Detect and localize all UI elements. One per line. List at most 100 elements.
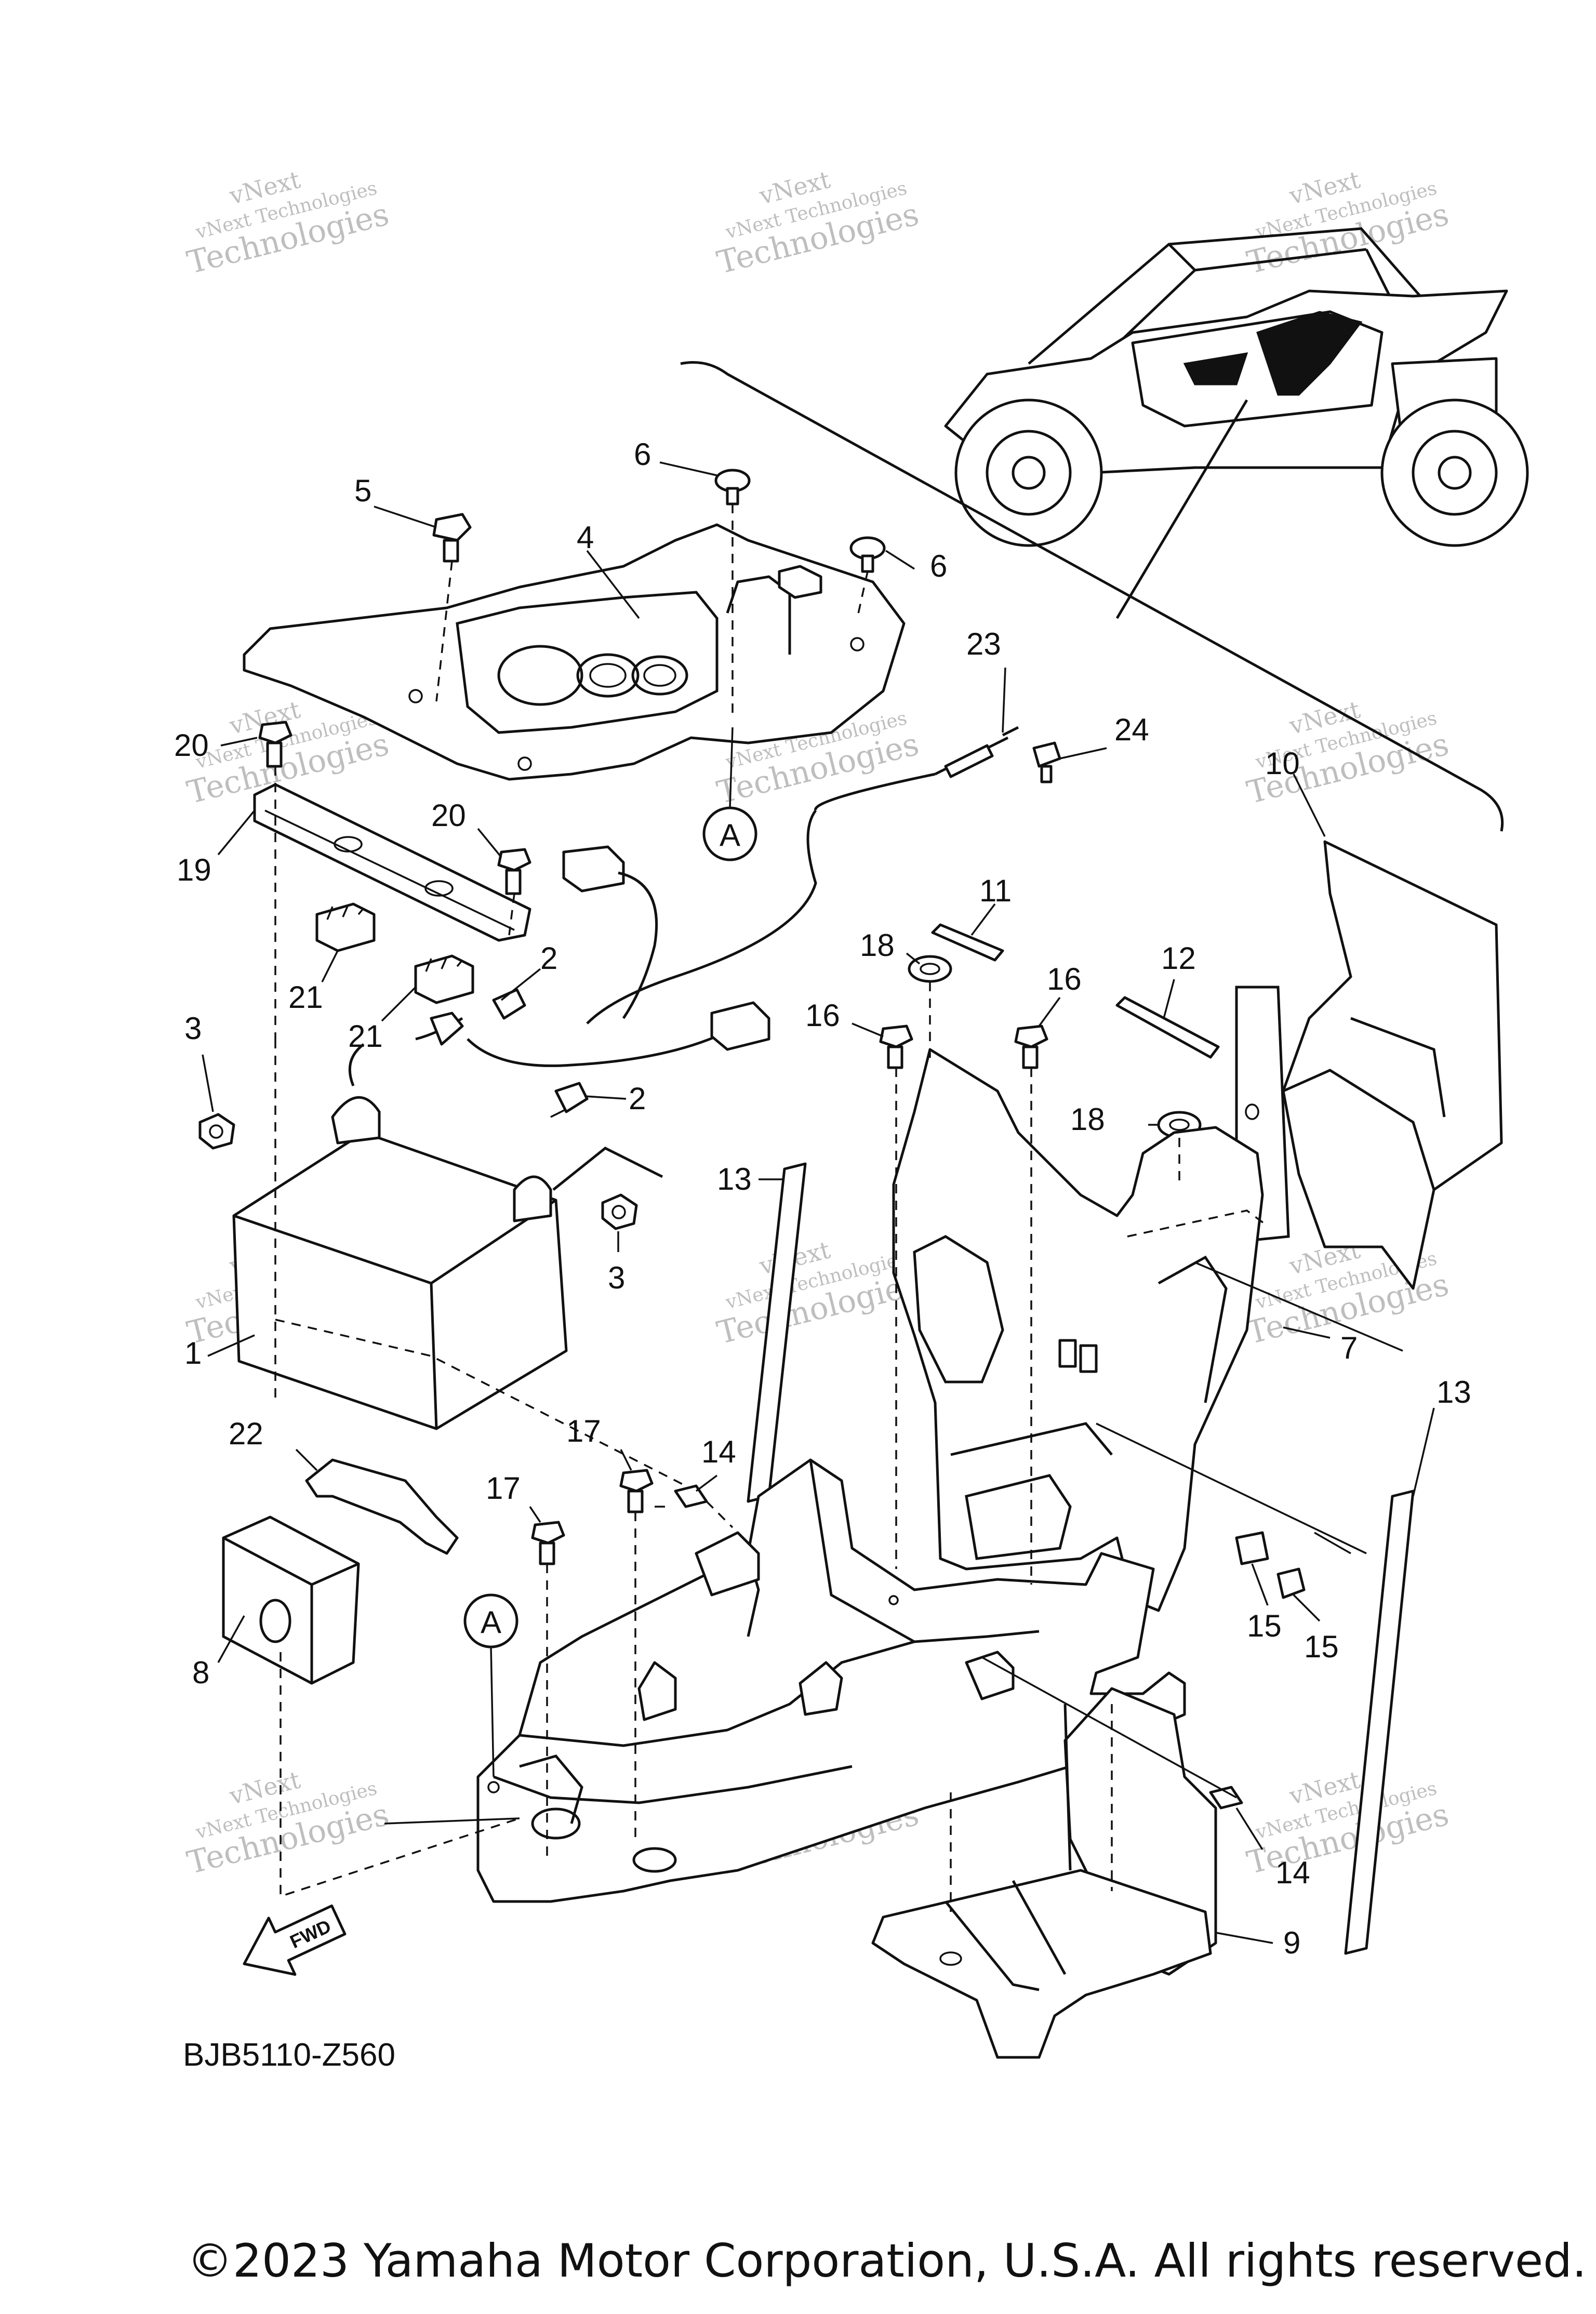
callout-22: 22	[229, 1416, 318, 1471]
part-6-clip	[849, 536, 886, 573]
watermark: vNext vNext Technologies Technologies	[1243, 1765, 1452, 1881]
part-20-bolt	[497, 848, 531, 895]
part-14-clip	[674, 1484, 708, 1508]
callout-9: 9	[1215, 1925, 1300, 1960]
part-5-bolt	[432, 513, 472, 563]
part-20-bolt	[258, 721, 292, 768]
callout-14: 14	[1235, 1807, 1310, 1890]
svg-text:4: 4	[577, 520, 594, 555]
callout-numbers: 1 2 2 3 3 4 5 6 6 7 8 9 10 11 12 13 13 1…	[174, 437, 1471, 1960]
callout-3: 3	[184, 1011, 214, 1112]
part-2-bolt	[550, 1082, 589, 1118]
callout-8: 8	[192, 1615, 245, 1690]
svg-text:3: 3	[184, 1011, 202, 1046]
callout-19: 19	[177, 809, 256, 887]
svg-text:14: 14	[701, 1434, 736, 1469]
callout-4: 4	[577, 520, 640, 619]
callout-18: 18	[1070, 1102, 1159, 1137]
wire-harness	[415, 773, 936, 1067]
svg-text:16: 16	[1047, 962, 1082, 996]
svg-text:6: 6	[634, 437, 651, 472]
svg-text:21: 21	[288, 980, 323, 1015]
svg-text:16: 16	[805, 998, 840, 1033]
svg-text:12: 12	[1161, 941, 1196, 976]
part-3-nut	[198, 1113, 235, 1150]
assembly-lines	[274, 504, 1269, 1912]
svg-text:17: 17	[486, 1471, 521, 1506]
callout-16: 16	[805, 998, 884, 1038]
svg-text:23: 23	[966, 627, 1001, 661]
part-10-side-panel	[1235, 840, 1503, 1290]
part-14-clip	[1209, 1786, 1243, 1810]
part-4-upper-cover	[243, 523, 906, 781]
callout-16: 16	[1038, 962, 1082, 1027]
part-15-clip	[1276, 1567, 1306, 1599]
part-23-lead	[934, 726, 1019, 778]
callout-12: 12	[1161, 941, 1196, 1019]
part-19-battery-stay	[253, 783, 531, 942]
svg-text:14: 14	[1275, 1855, 1310, 1890]
callout-17: 17	[486, 1471, 541, 1523]
svg-text:5: 5	[354, 473, 371, 508]
callout-18: 18	[860, 928, 921, 965]
part-22-battery-band	[305, 1458, 459, 1555]
leader-lines	[384, 1261, 1403, 1825]
callout-2: 2	[500, 941, 557, 1001]
diagram-code: BJB5110-Z560	[183, 2037, 395, 2073]
callout-7: 7	[1283, 1326, 1358, 1365]
callout-10: 10	[1265, 746, 1326, 837]
reference-a-top: A	[702, 727, 757, 861]
svg-text:6: 6	[930, 549, 947, 583]
callout-17: 17	[566, 1414, 632, 1471]
callout-24: 24	[1059, 712, 1149, 760]
svg-text:10: 10	[1265, 746, 1300, 781]
svg-text:7: 7	[1340, 1331, 1358, 1365]
callout-5: 5	[354, 473, 437, 528]
svg-text:22: 22	[229, 1416, 263, 1451]
fwd-arrow-icon: FWD	[243, 1904, 347, 1976]
part-1-battery	[232, 1043, 663, 1430]
callout-6: 6	[885, 549, 947, 583]
svg-text:21: 21	[348, 1019, 383, 1054]
svg-text:19: 19	[177, 853, 211, 887]
part-17-bolt	[619, 1469, 654, 1513]
reference-a-label: A	[481, 1605, 501, 1640]
watermark: vNext vNext Technologies Technologies	[713, 165, 922, 281]
svg-text:15: 15	[1304, 1629, 1339, 1664]
svg-text:20: 20	[431, 798, 466, 833]
callout-11: 11	[970, 873, 1012, 936]
part-17-bolt	[531, 1521, 565, 1565]
svg-text:9: 9	[1283, 1925, 1300, 1960]
part-7-center-bracket	[892, 1048, 1264, 1612]
part-6-clip	[714, 469, 751, 506]
copyright-notice: ©2023 Yamaha Motor Corporation, U.S.A. A…	[187, 2234, 1587, 2288]
part-15-clip	[1235, 1531, 1269, 1565]
callout-23: 23	[966, 627, 1006, 733]
callout-13: 13	[1412, 1375, 1471, 1497]
part-16-bolt	[1014, 1025, 1048, 1069]
callout-3: 3	[608, 1231, 625, 1295]
part-13-strip	[1344, 1490, 1415, 1955]
callout-21: 21	[288, 950, 339, 1015]
callout-15: 15	[1247, 1563, 1282, 1643]
svg-text:20: 20	[174, 728, 209, 763]
svg-text:2: 2	[540, 941, 557, 976]
callout-1: 1	[184, 1334, 255, 1371]
svg-text:3: 3	[608, 1260, 625, 1295]
part-11-pad	[931, 923, 1004, 962]
svg-text:18: 18	[1070, 1102, 1105, 1137]
part-21-damper	[414, 954, 474, 1004]
part-9-undercover	[871, 1687, 1217, 2059]
callout-6: 6	[634, 437, 717, 476]
part-8-battery-pad	[222, 1515, 360, 1685]
callout-2: 2	[584, 1081, 646, 1116]
callout-21: 21	[348, 986, 417, 1054]
vehicle-inset-illustration	[944, 227, 1529, 619]
svg-text:11: 11	[979, 873, 1012, 908]
svg-text:17: 17	[566, 1414, 601, 1448]
svg-text:1: 1	[184, 1336, 202, 1371]
svg-text:13: 13	[717, 1162, 752, 1196]
callout-14: 14	[695, 1434, 736, 1492]
svg-text:18: 18	[860, 928, 895, 963]
